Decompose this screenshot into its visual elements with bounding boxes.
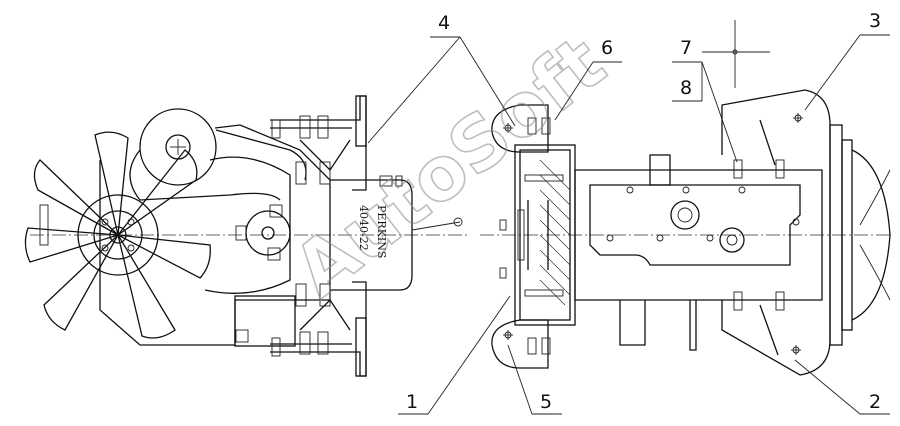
- engine-side-view: PERKINS 4040-22: [24, 95, 470, 377]
- callout-7: 7: [680, 37, 692, 59]
- lower-mount-bracket: [270, 281, 367, 377]
- callout-8: 8: [680, 77, 692, 99]
- callout-6: 6: [601, 37, 613, 59]
- callout-5: 5: [540, 391, 552, 413]
- upper-mount-bracket: [270, 95, 367, 191]
- callout-3: 3: [869, 10, 881, 32]
- engine-model-line2: 4040-22: [357, 205, 370, 251]
- callout-leaders: [367, 34, 890, 415]
- engine-model-label: PERKINS 4040-22: [357, 205, 388, 258]
- callout-1: 1: [406, 391, 418, 413]
- mount-plate-5: [491, 319, 549, 369]
- callout-2: 2: [869, 391, 881, 413]
- engine-block-top: [574, 154, 823, 351]
- cooling-fan: [24, 131, 211, 339]
- callout-4: 4: [438, 12, 450, 34]
- mount-plate-3: [721, 89, 831, 235]
- engine-top-view: [480, 20, 891, 376]
- engine-model-line1: PERKINS: [375, 205, 388, 258]
- alternator-pulley: [139, 108, 217, 186]
